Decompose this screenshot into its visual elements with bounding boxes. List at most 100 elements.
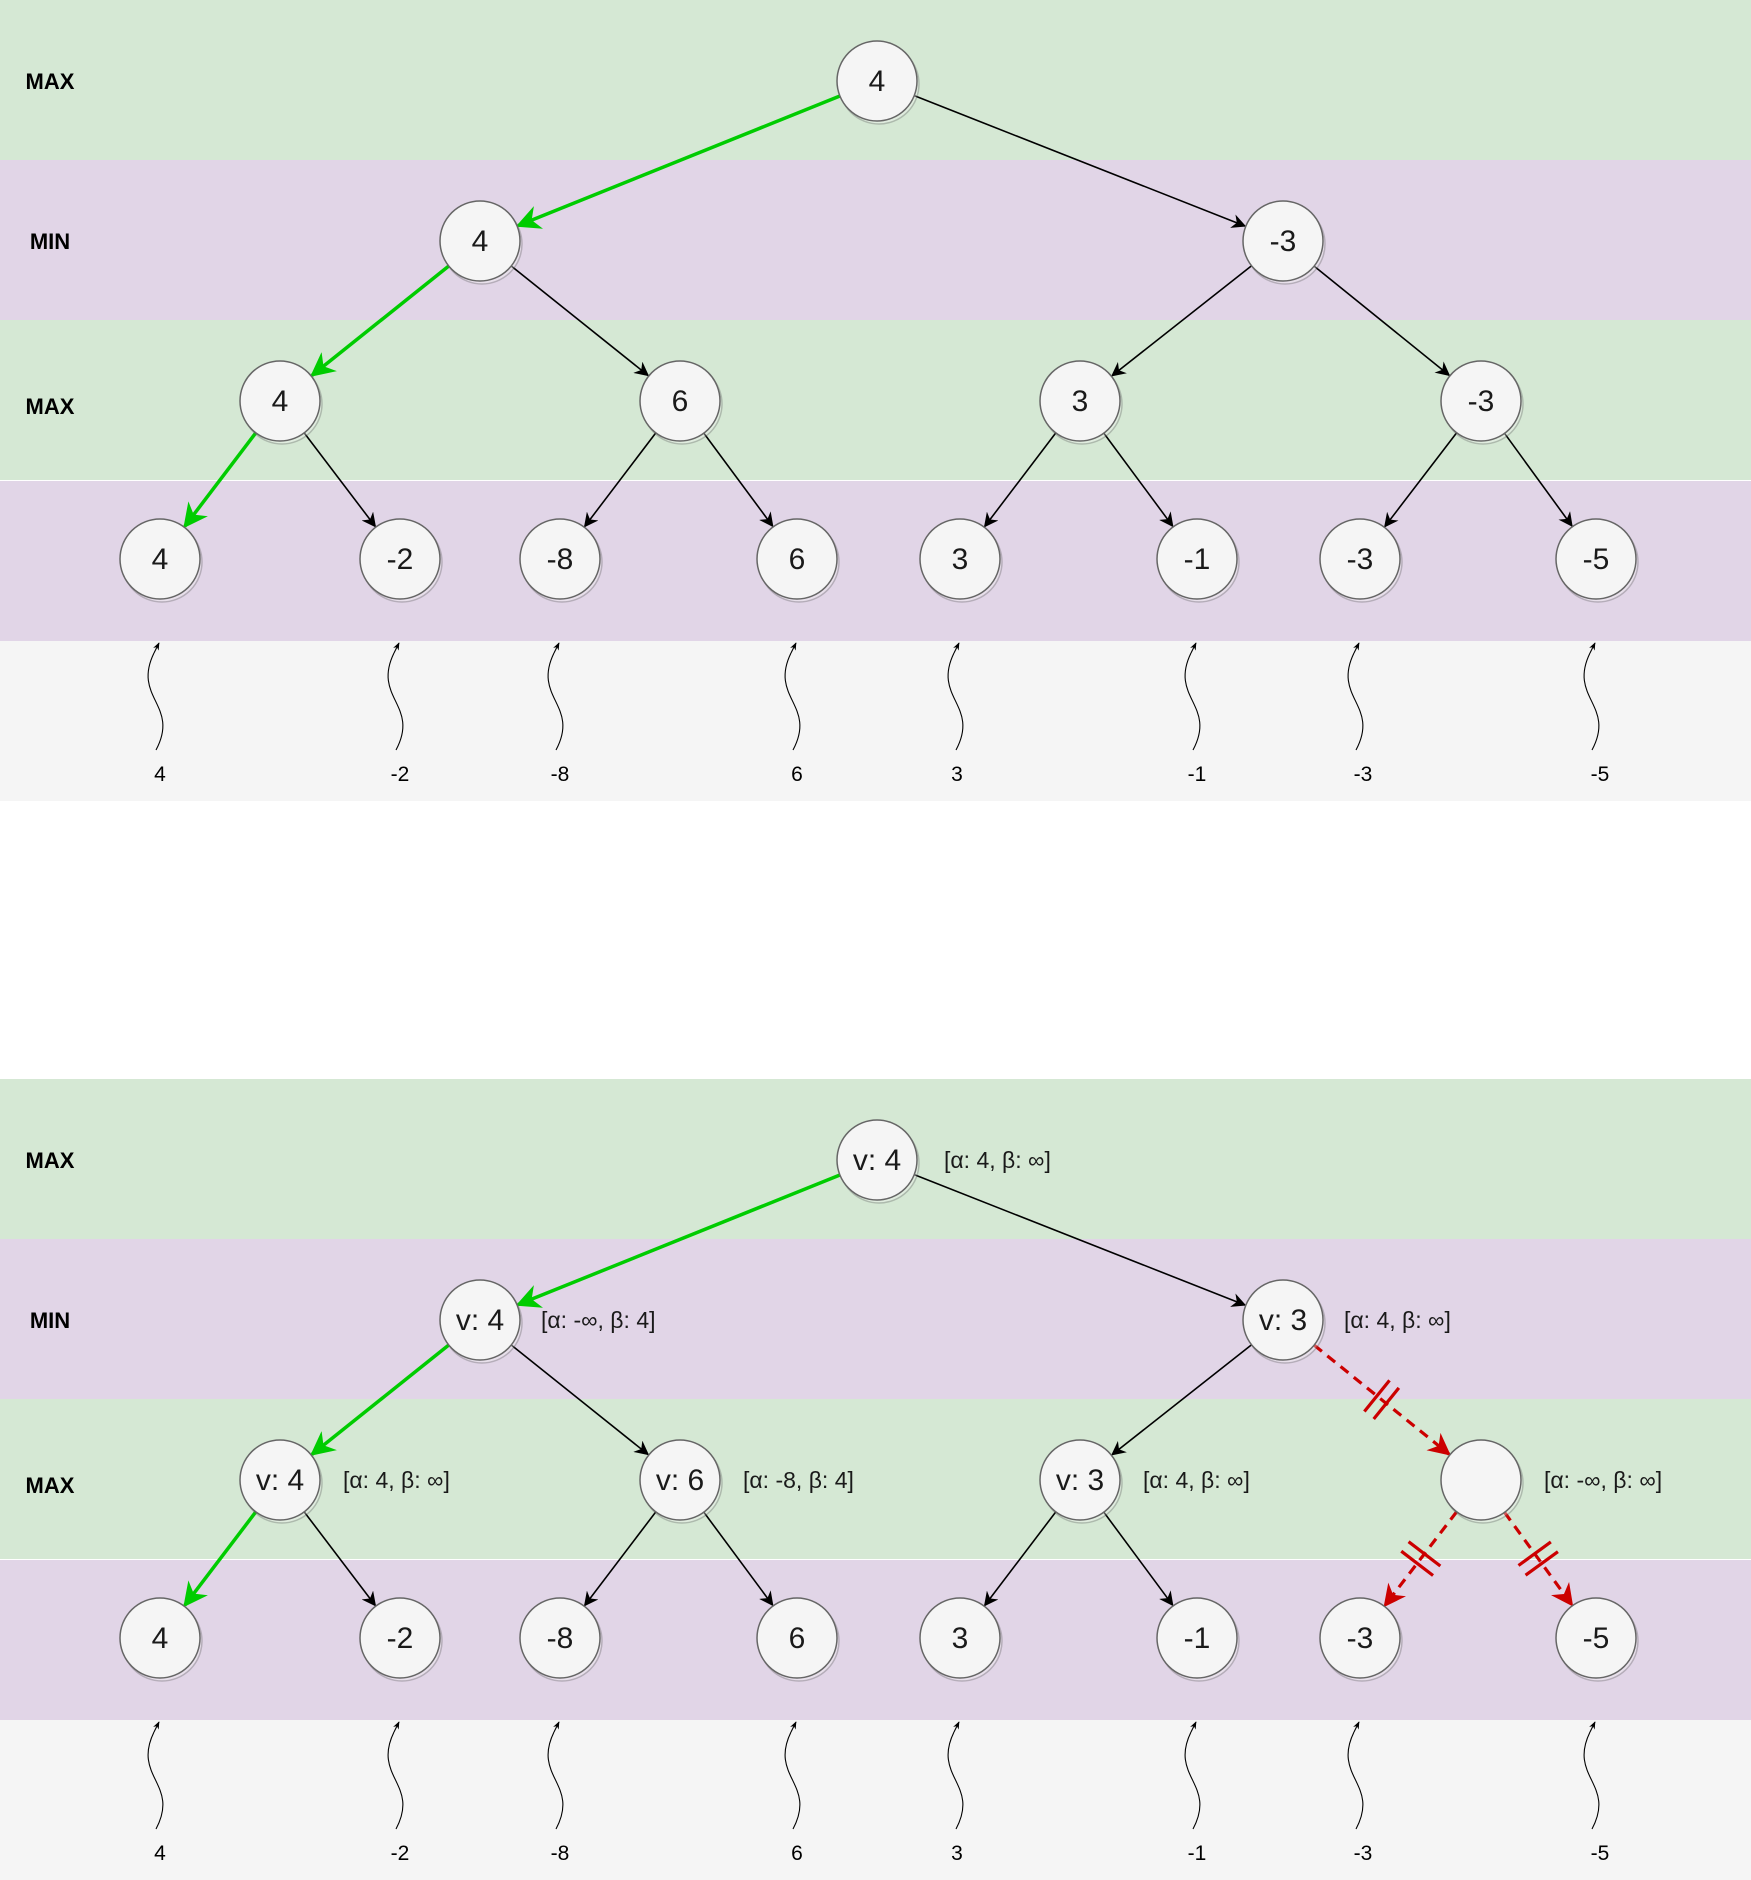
leaf-node: -8 [519, 1597, 603, 1682]
best-path-edge [515, 1173, 841, 1308]
leaf-node: 4 [119, 518, 203, 603]
node-value: -3 [1347, 1622, 1374, 1655]
evaluation-arrow-head [1353, 642, 1360, 654]
tree-edge [1103, 432, 1174, 528]
tree-edge [983, 1511, 1057, 1607]
evaluation-arrow-head [153, 642, 160, 654]
leaf-node: -8 [519, 518, 603, 603]
level-label: MAX [26, 1148, 75, 1173]
evaluation-arrow [784, 1731, 801, 1830]
prune-mark [1524, 1550, 1559, 1577]
tree-edge [1313, 265, 1451, 377]
node-value: -3 [1270, 225, 1297, 258]
evaluation-arrow-head [393, 1721, 400, 1733]
node-value: -5 [1583, 1622, 1610, 1655]
evaluation-arrow-head [153, 1721, 160, 1733]
tree-edge [913, 1173, 1247, 1307]
tree-edge [1111, 265, 1253, 377]
level-band [0, 641, 1751, 801]
node-value: -8 [547, 543, 574, 576]
terminal-value: 4 [154, 1842, 166, 1865]
max-node: 4 [239, 360, 323, 445]
tree-edge [1103, 1511, 1174, 1607]
max-node: v: 3 [1039, 1439, 1123, 1524]
leaf-node: -1 [1156, 1597, 1240, 1682]
node-value: -8 [547, 1622, 574, 1655]
best-path-edge [183, 431, 258, 529]
max-node [1440, 1439, 1524, 1524]
level-label: MIN [30, 1308, 70, 1333]
level-band [0, 1560, 1751, 1720]
node-value: 4 [869, 65, 886, 98]
evaluation-arrow-head [1589, 1721, 1596, 1733]
max-node: -3 [1440, 360, 1524, 445]
terminal-value: -2 [391, 763, 410, 786]
node-value: 4 [152, 543, 169, 576]
terminal-value: -5 [1591, 1842, 1610, 1865]
evaluation-arrow [784, 652, 801, 751]
evaluation-arrow [1184, 1731, 1201, 1830]
prune-mark [1407, 1540, 1442, 1568]
evaluation-arrow-head [1190, 1721, 1197, 1733]
prune-mark [1363, 1379, 1391, 1413]
evaluation-arrow-head [953, 1721, 960, 1733]
level-band [0, 160, 1751, 320]
best-path-edge [310, 1343, 450, 1456]
root-node: v: 4 [836, 1119, 920, 1204]
terminal-value: -3 [1354, 763, 1373, 786]
node-value: 4 [272, 385, 289, 418]
tree-edge [303, 1511, 377, 1607]
node-value: v: 4 [256, 1464, 304, 1497]
tree-edge [583, 432, 657, 528]
best-path-edge [515, 94, 841, 229]
evaluation-arrow [547, 652, 564, 751]
terminal-value: -3 [1354, 1842, 1373, 1865]
max-node: 3 [1039, 360, 1123, 445]
terminal-value: -1 [1188, 763, 1207, 786]
level-band [0, 1720, 1751, 1880]
level-label: MAX [26, 69, 75, 94]
leaf-node: -3 [1319, 518, 1403, 603]
evaluation-arrow-head [393, 642, 400, 654]
prune-mark [1372, 1386, 1401, 1421]
evaluation-arrow [147, 1731, 164, 1830]
evaluation-arrow-head [1190, 642, 1197, 654]
alpha-beta-bounds: [α: 4, β: ∞] [1344, 1307, 1451, 1333]
best-path-edge [183, 1510, 258, 1608]
root-node: 4 [836, 40, 920, 125]
tree-edge [510, 265, 650, 377]
alpha-beta-bounds: [α: 4, β: ∞] [1143, 1467, 1250, 1493]
evaluation-arrow [1583, 1731, 1600, 1830]
node-value: 6 [789, 1622, 806, 1655]
alpha-beta-bounds: [α: -∞, β: 4] [541, 1307, 656, 1333]
terminal-value: 4 [154, 763, 166, 786]
leaf-node: 3 [919, 518, 1003, 603]
leaf-node: 6 [756, 1597, 840, 1682]
alpha-beta-bounds: [α: 4, β: ∞] [944, 1147, 1051, 1173]
node-value: -2 [387, 543, 414, 576]
node-value: 3 [1072, 385, 1089, 418]
terminal-value: -2 [391, 1842, 410, 1865]
node-value: 4 [152, 1622, 169, 1655]
evaluation-arrow [547, 1731, 564, 1830]
evaluation-arrow-head [953, 642, 960, 654]
level-band [0, 481, 1751, 641]
node-value: 4 [472, 225, 489, 258]
tree-edge [1503, 432, 1573, 528]
alpha-beta-bounds: [α: -∞, β: ∞] [1544, 1467, 1662, 1493]
terminal-value: -8 [551, 763, 570, 786]
node-value: 6 [672, 385, 689, 418]
tree-edge [303, 432, 377, 528]
leaf-node: -2 [359, 518, 443, 603]
evaluation-arrow-head [790, 1721, 797, 1733]
evaluation-arrow-head [1589, 642, 1596, 654]
evaluation-arrow [1347, 652, 1364, 751]
evaluation-arrow-head [553, 642, 560, 654]
leaf-node: -5 [1555, 518, 1639, 603]
node-value: 6 [789, 543, 806, 576]
leaf-node: 4 [119, 1597, 203, 1682]
level-label: MAX [26, 394, 75, 419]
alpha-beta-bounds: [α: -8, β: 4] [743, 1467, 854, 1493]
evaluation-arrow [947, 1731, 964, 1830]
